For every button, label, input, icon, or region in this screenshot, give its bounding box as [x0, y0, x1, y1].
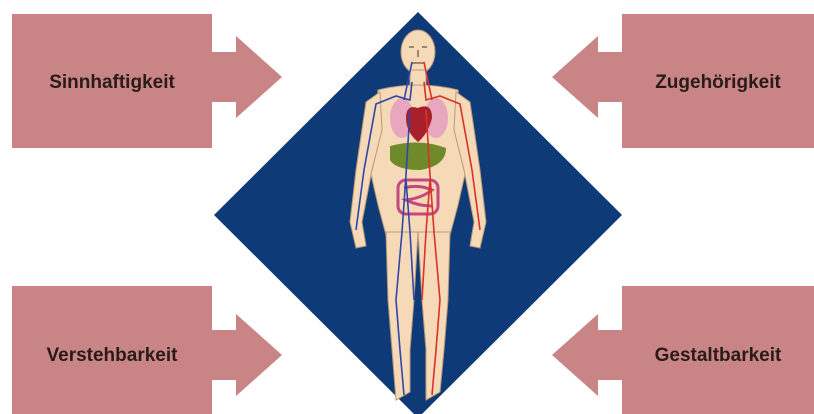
box-bottom-left: Verstehbarkeit — [12, 286, 282, 414]
box-top-left: Sinnhaftigkeit — [12, 14, 282, 148]
box-top-right: Zugehörigkeit — [552, 14, 814, 148]
box-label-verstehbarkeit: Verstehbarkeit — [47, 345, 179, 366]
box-bottom-right: Gestaltbarkeit — [552, 286, 814, 414]
box-label-gestaltbarkeit: Gestaltbarkeit — [655, 345, 782, 366]
box-label-sinnhaftigkeit: Sinnhaftigkeit — [49, 72, 175, 93]
box-label-zugehoerigkeit: Zugehörigkeit — [655, 72, 781, 93]
